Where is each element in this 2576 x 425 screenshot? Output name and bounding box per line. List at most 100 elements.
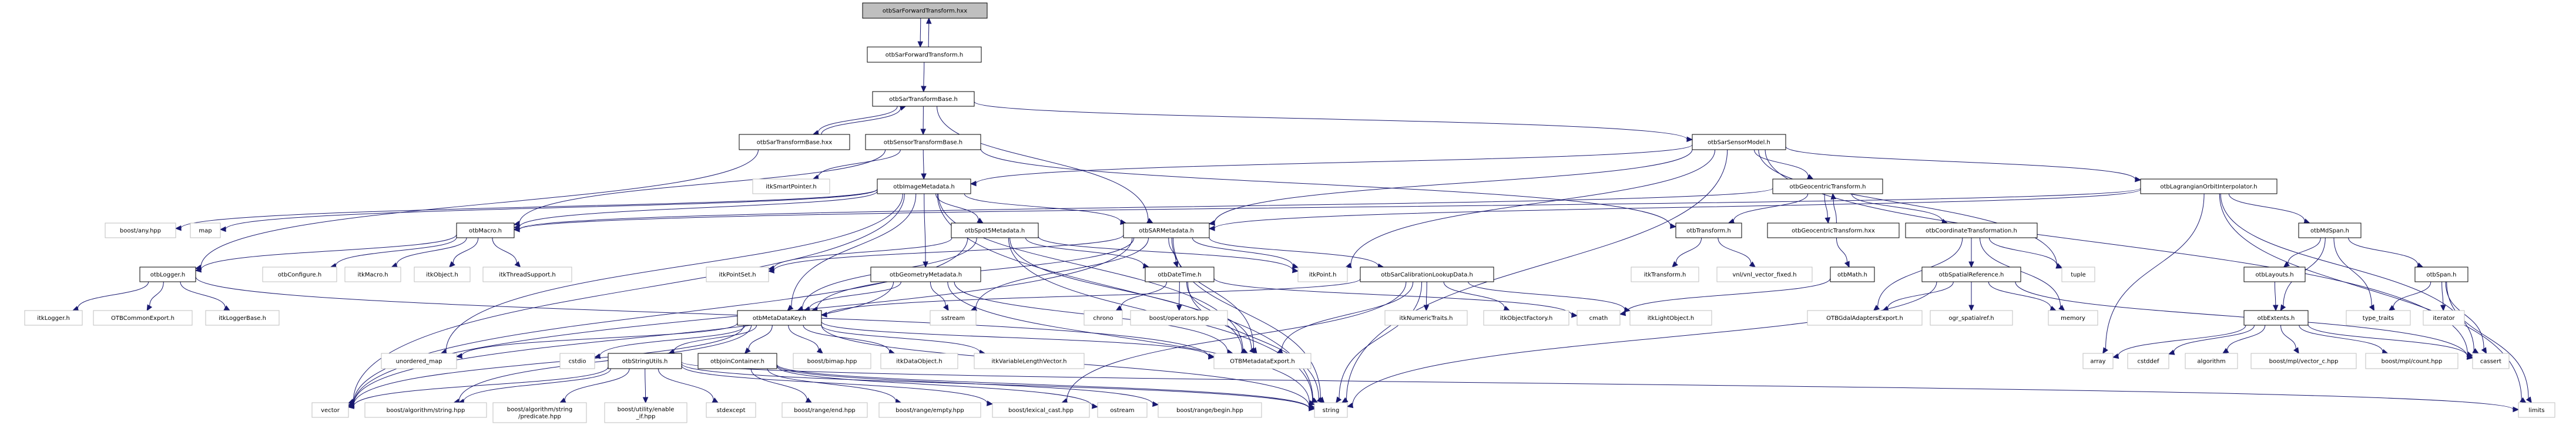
node-macro[interactable]: otbMacro.h — [456, 222, 515, 238]
node-extents[interactable]: otbExtents.h — [2243, 310, 2309, 326]
node-box — [1921, 267, 2021, 282]
node-mdk[interactable]: otbMetaDataKey.h — [737, 310, 822, 326]
node-box — [2423, 310, 2465, 326]
node-box — [456, 222, 515, 238]
edge-macro-to-itkthr — [492, 237, 521, 268]
edges-layer — [72, 17, 2532, 413]
node-spref[interactable]: otbSpatialReference.h — [1921, 267, 2021, 282]
node-otbtr[interactable]: otbTransform.h — [1675, 222, 1742, 238]
edge-coord-to-tuple — [1988, 237, 2063, 268]
node-map: map — [190, 222, 221, 238]
edge-join-to-brbegin — [776, 365, 1159, 407]
arrowhead-icon — [1345, 262, 1352, 268]
node-tt: type_traits — [2346, 310, 2411, 326]
node-box — [697, 353, 777, 369]
node-gdalexp: OTBGdalAdaptersExport.h — [1807, 310, 1923, 326]
edge-span-to-cassert — [2445, 281, 2487, 355]
node-strutil[interactable]: otbStringUtils.h — [608, 353, 682, 369]
node-label: otbMetaDataKey.h — [753, 315, 806, 322]
node-spot5[interactable]: otbSpot5Metadata.h — [951, 222, 1039, 238]
arrowhead-icon — [816, 348, 824, 354]
node-label: boost/algorithm/string.hpp — [387, 407, 465, 414]
node-box — [1123, 222, 1210, 238]
node-geohxx[interactable]: otbGeocentricTransform.hxx — [1767, 222, 1900, 238]
arrowhead-icon — [1686, 136, 1693, 143]
node-box — [492, 402, 587, 423]
node-imd[interactable]: otbImageMetadata.h — [877, 178, 971, 194]
node-logger[interactable]: otbLogger.h — [139, 267, 196, 282]
edge-otbtr-to-itktr — [1672, 237, 1702, 268]
node-coord[interactable]: otbCoordinateTransformation.h — [1905, 222, 2038, 238]
edge-sarmd-to-dt — [1168, 237, 1179, 268]
arrowhead-icon — [1968, 305, 1974, 312]
arrowhead-icon — [1830, 193, 1837, 200]
node-box — [1629, 310, 1712, 326]
arrowhead-icon — [1672, 261, 1678, 268]
node-root[interactable]: otbSarForwardTransform.hxx — [862, 2, 988, 19]
node-label: _if.hpp — [636, 414, 656, 420]
node-stb_hxx[interactable]: otbSarTransformBase.hxx — [739, 134, 850, 150]
node-box — [872, 91, 975, 107]
edge-sentb-to-otbtr — [980, 149, 1677, 229]
edge-sft_h-to-root — [925, 17, 932, 48]
node-ssm[interactable]: otbSarSensorModel.h — [1692, 134, 1786, 150]
arrowhead-icon — [920, 129, 926, 136]
node-label: otbTransform.h — [1686, 228, 1731, 234]
node-sentb[interactable]: otbSensorTransformBase.h — [865, 134, 981, 150]
node-string: string — [1314, 402, 1348, 418]
arrowhead-icon — [146, 304, 153, 312]
arrowhead-icon — [1308, 400, 1316, 406]
node-blex: boost/lexical_cast.hpp — [992, 402, 1090, 418]
node-sarcal[interactable]: otbSarCalibrationLookupData.h — [1360, 267, 1494, 282]
arrowhead-icon — [921, 173, 927, 180]
edge-dt-to-bops — [1176, 281, 1182, 312]
edge-extents-to-array — [2112, 325, 2246, 359]
arrowhead-icon — [1292, 267, 1299, 274]
edge-extents-to-mplcnt — [2299, 325, 2389, 355]
node-layouts[interactable]: otbLayouts.h — [2243, 267, 2306, 282]
arrowhead-icon — [1423, 305, 1430, 312]
node-join[interactable]: otbJoinContainer.h — [697, 353, 777, 369]
edge-imd-to-geomd — [923, 193, 928, 268]
edge-sentb-to-imd — [921, 149, 927, 180]
node-label: algorithm — [2197, 359, 2225, 365]
node-cassert: cassert — [2472, 353, 2510, 369]
node-box — [2061, 267, 2095, 282]
node-label: otbLayouts.h — [2255, 272, 2293, 278]
node-math[interactable]: otbMath.h — [1830, 267, 1875, 282]
node-box — [1483, 310, 1569, 326]
node-label: otbImageMetadata.h — [893, 184, 955, 190]
node-label: otbDateTime.h — [1158, 272, 1201, 278]
node-cstddef: cstddef — [2127, 353, 2169, 369]
node-span[interactable]: otbSpan.h — [2414, 267, 2468, 282]
arrowhead-icon — [1309, 405, 1316, 411]
node-lag[interactable]: otbLagrangianOrbitInterpolator.h — [2140, 178, 2278, 194]
arrowhead-icon — [2472, 348, 2480, 354]
arrowhead-icon — [1749, 261, 1756, 268]
arrowhead-icon — [2513, 406, 2520, 413]
node-sft_h[interactable]: otbSarForwardTransform.h — [867, 46, 982, 63]
node-stb_h[interactable]: otbSarTransformBase.h — [872, 91, 975, 107]
node-box — [974, 353, 1085, 369]
node-box — [2298, 222, 2362, 238]
node-label: otbSarForwardTransform.h — [886, 52, 963, 59]
node-itklog: itkLogger.h — [24, 310, 83, 326]
arrowhead-icon — [767, 268, 774, 274]
edge-stb_hxx-to-stb_h — [821, 105, 907, 135]
node-iter: iterator — [2423, 310, 2465, 326]
edge-sarcal-to-string — [1336, 281, 1423, 404]
node-mdspan[interactable]: otbMdSpan.h — [2298, 222, 2362, 238]
edge-layouts-to-extents — [2272, 281, 2279, 312]
node-geomd[interactable]: otbGeometryMetadata.h — [870, 267, 981, 282]
node-label: itkSmartPointer.h — [766, 184, 816, 190]
node-sarmd[interactable]: otbSARMetadata.h — [1123, 222, 1210, 238]
node-box — [793, 353, 871, 369]
edge-strutil-to-limits — [681, 362, 2520, 413]
node-label: boost/algorithm/string — [507, 407, 572, 413]
node-label: array — [2090, 359, 2105, 365]
node-geo[interactable]: otbGeocentricTransform.h — [1772, 178, 1883, 194]
node-itktr: itkTransform.h — [1631, 267, 1699, 282]
node-box — [737, 310, 822, 326]
node-box — [2250, 353, 2357, 369]
node-dt[interactable]: otbDateTime.h — [1145, 267, 1215, 282]
